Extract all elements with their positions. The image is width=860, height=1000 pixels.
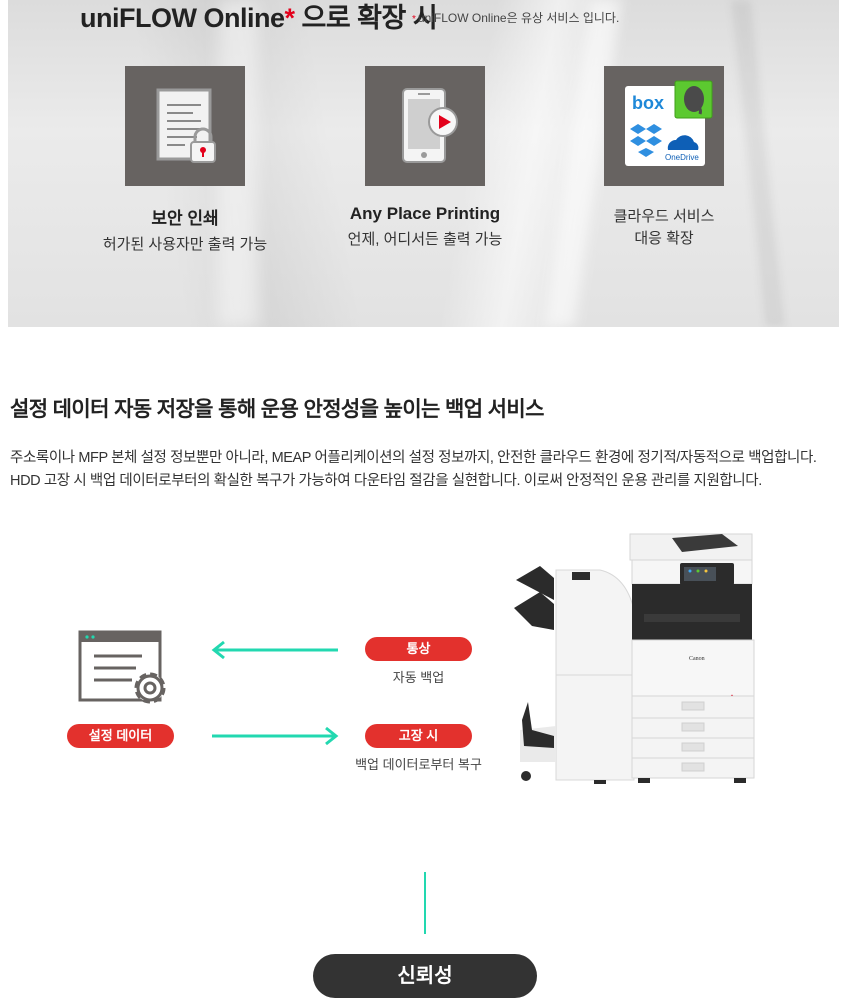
failure-badge: 고장 시: [365, 724, 472, 748]
feature-description: 허가된 사용자만 출력 가능: [102, 236, 268, 253]
normal-caption: 자동 백업: [392, 670, 445, 685]
backup-diagram: 설정 데이터 통상 자동 백업 고장 시 백업 데이터로부터 복구: [0, 500, 860, 800]
section-description-line: HDD 고장 시 백업 데이터로부터의 확실한 복구가 가능하여 다운타임 절감…: [10, 473, 762, 489]
feature-title: 보안 인쇄: [151, 209, 219, 228]
mobile-play-icon: [365, 66, 485, 186]
footnote-text: uniFLOW Online은 유상 서비스 입니다.: [417, 11, 620, 25]
feature-description: 대응 확장: [634, 230, 694, 247]
hero-footnote: *uniFLOW Online은 유상 서비스 입니다.: [412, 9, 619, 26]
hero-title-asterisk: *: [284, 3, 295, 33]
secure-document-lock-icon: [125, 66, 245, 186]
feature-any-place-printing: Any Place Printing 언제, 어디서든 출력 가능: [305, 66, 545, 249]
feature-cloud-services: box OneDrive 클라우드 서비스 대응 확장: [544, 66, 784, 250]
hero-title-suffix: 으로 확장 시: [294, 3, 438, 33]
feature-description: 언제, 어디서든 출력 가능: [347, 231, 503, 248]
arrow-left-icon: [210, 640, 340, 660]
section-description: 주소록이나 MFP 본체 설정 정보뿐만 아니라, MEAP 어플리케이션의 설…: [10, 447, 817, 493]
hero-banner: uniFLOW Online* 으로 확장 시 *uniFLOW Online은…: [8, 0, 839, 327]
section-description-line: 주소록이나 MFP 본체 설정 정보뿐만 아니라, MEAP 어플리케이션의 설…: [10, 450, 817, 466]
feature-description: 클라우드 서비스: [613, 208, 715, 225]
svg-text:box: box: [632, 93, 664, 113]
svg-text:OneDrive: OneDrive: [665, 153, 699, 162]
reliability-section-button[interactable]: 신뢰성: [313, 954, 537, 998]
settings-data-icon: [78, 630, 174, 712]
cloud-services-icon: box OneDrive: [604, 66, 724, 186]
feature-title: Any Place Printing: [349, 204, 501, 223]
feature-secure-print: 보안 인쇄 허가된 사용자만 출력 가능: [65, 66, 305, 254]
hero-title-product: uniFLOW Online: [80, 3, 285, 33]
vertical-connector-line: [424, 872, 426, 934]
hero-title: uniFLOW Online* 으로 확장 시: [80, 0, 438, 35]
arrow-right-icon: [210, 726, 340, 746]
failure-caption: 백업 데이터로부터 복구: [355, 757, 482, 772]
footnote-asterisk: *: [412, 14, 416, 25]
settings-data-badge: 설정 데이터: [67, 724, 174, 748]
section-title: 설정 데이터 자동 저장을 통해 운용 안정성을 높이는 백업 서비스: [10, 398, 544, 421]
svg-text:Canon: Canon: [689, 656, 705, 662]
printer-image: Canon: [512, 530, 762, 788]
normal-badge: 통상: [365, 637, 472, 661]
